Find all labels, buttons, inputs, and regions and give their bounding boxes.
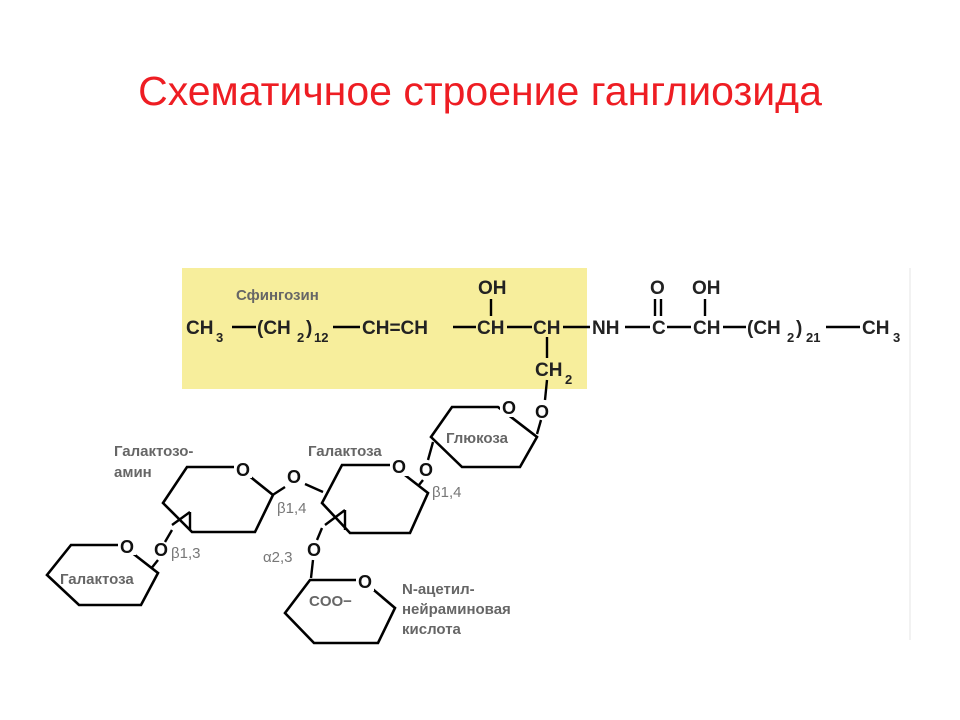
ch2-group-2-sub: 2	[787, 330, 794, 345]
ch3-right: CH	[862, 318, 889, 339]
ring-wedge	[324, 509, 346, 526]
linkage-beta14-right: β1,4	[432, 484, 461, 501]
glycosidic-oxygen: O	[287, 467, 301, 487]
ch3-left-sub: 3	[216, 330, 223, 345]
substituents: OH O OH CH 2 O	[478, 278, 721, 435]
bond	[163, 529, 174, 543]
nana-label-line3: кислота	[402, 621, 462, 638]
ch2-count: 12	[314, 330, 328, 345]
oh-group-1: OH	[478, 278, 507, 299]
bond	[309, 559, 315, 579]
bond	[304, 482, 324, 494]
ch3-right-sub: 3	[893, 330, 900, 345]
ring-oxygen: O	[120, 537, 134, 557]
bond	[543, 379, 549, 401]
ch2-count-2: 21	[806, 330, 820, 345]
galactose-bottom-label: Галактоза	[60, 571, 134, 588]
ring-oxygen: O	[502, 398, 516, 418]
ch2-group-sub: 2	[297, 330, 304, 345]
main-chain: CH 3 (CH 2 ) 12 CH=CH CH CH NH C CH (CH …	[186, 318, 900, 345]
nana-ring: O COO− N-ацетил- нейраминовая кислота	[283, 572, 511, 645]
glucose-ring: O Глюкоза	[429, 398, 539, 469]
nana-label-line1: N-ацетил-	[402, 581, 475, 598]
ch-oh-carbon: CH	[477, 318, 504, 339]
ch2-down: CH	[535, 360, 562, 381]
carbonyl-oxygen: O	[650, 278, 665, 299]
glycosidic-oxygen: O	[307, 540, 321, 560]
slide-title: Схематичное строение ганглиозида	[138, 68, 822, 114]
galactose-bottom-ring: O Галактоза	[45, 537, 160, 607]
ch2-group-close: )	[306, 318, 312, 339]
nana-label-line2: нейраминовая	[402, 601, 511, 618]
ch2-group: (CH	[257, 318, 291, 339]
galactose-middle-ring: O Галактоза	[308, 443, 430, 535]
ch3-left: CH	[186, 318, 213, 339]
bond	[426, 441, 435, 461]
galactosamine-label-line1: Галактозо-	[114, 443, 193, 460]
sphingosine-highlight	[182, 268, 587, 389]
ch2-group-2-close: )	[796, 318, 802, 339]
ch-amine-carbon: CH	[533, 318, 560, 339]
glycosidic-oxygen: O	[535, 402, 549, 422]
ch2-group-2: (CH	[747, 318, 781, 339]
bond	[535, 419, 543, 435]
linkage-beta14-middle: β1,4	[277, 500, 306, 517]
carbonyl-carbon: C	[652, 318, 666, 339]
bond	[315, 527, 324, 541]
ch-oh-carbon-2: CH	[693, 318, 720, 339]
alkene-group: CH=CH	[362, 318, 428, 339]
glycosidic-oxygen: O	[419, 460, 433, 480]
galactosamine-ring: O Галактозо- амин	[114, 443, 275, 534]
linkage-alpha23: α2,3	[263, 549, 293, 566]
glucose-label: Глюкоза	[446, 430, 509, 447]
galactose-middle-label: Галактоза	[308, 443, 382, 460]
sphingosine-label: Сфингозин	[236, 287, 319, 304]
oh-group-2: OH	[692, 278, 721, 299]
ring-wedge	[171, 511, 191, 526]
ch2-down-sub: 2	[565, 372, 572, 387]
linkage-beta13: β1,3	[171, 545, 200, 562]
galactosamine-label-line2: амин	[114, 464, 152, 481]
glycosidic-oxygen: O	[154, 540, 168, 560]
ring-oxygen: O	[358, 572, 372, 592]
ring-oxygen: O	[392, 457, 406, 477]
coo-group: COO−	[309, 593, 352, 610]
ring-oxygen: O	[236, 460, 250, 480]
nh-group: NH	[592, 318, 619, 339]
